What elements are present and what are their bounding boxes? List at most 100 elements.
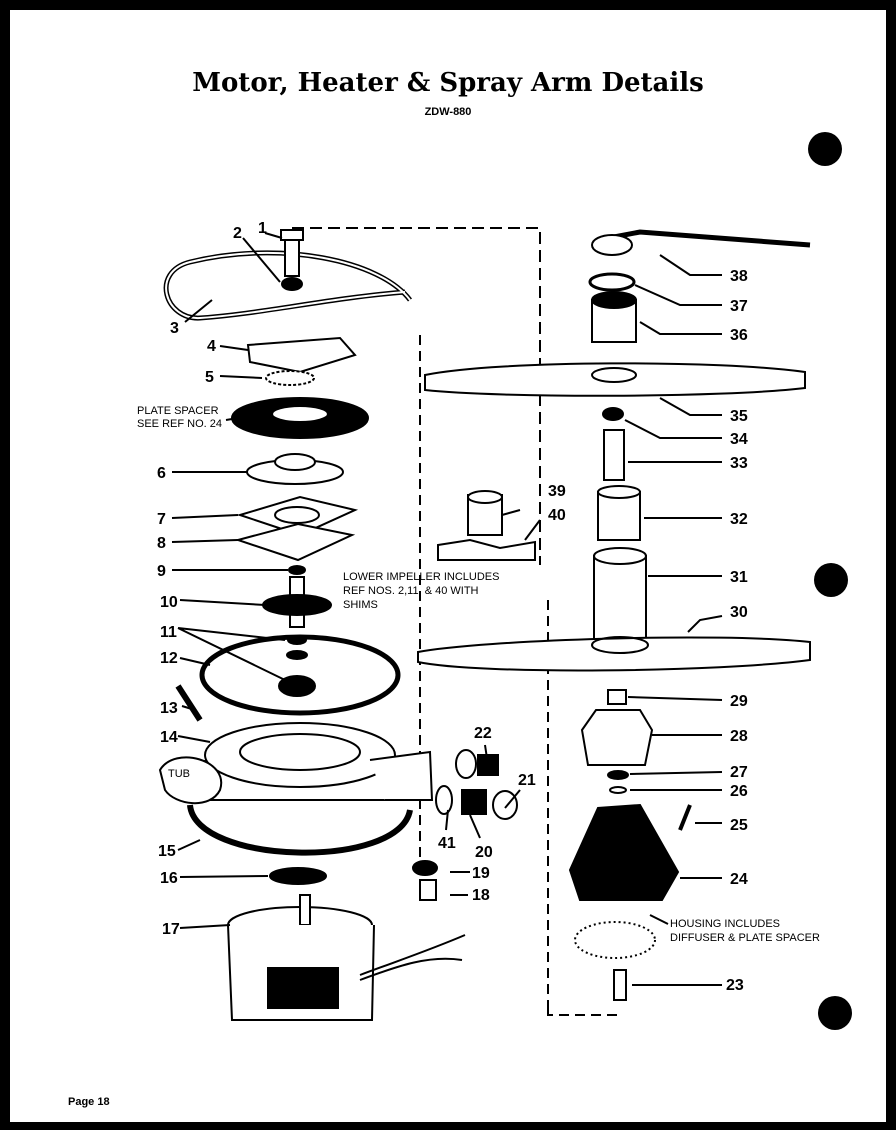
part-number: 33 <box>730 455 748 472</box>
part-number: 37 <box>730 298 748 315</box>
part-number: 8 <box>157 535 166 552</box>
part-number: 3 <box>170 320 179 337</box>
chopper-blade-40 <box>437 538 536 561</box>
upper-spray-arm-hub <box>591 367 637 383</box>
note-housing-line1: HOUSING INCLUDES <box>670 918 780 930</box>
hub-bolt <box>607 689 627 705</box>
part-number: 23 <box>726 977 744 994</box>
annotations: PLATE SPACER SEE REF NO. 24 LOWER IMPELL… <box>137 405 820 944</box>
sump-gasket <box>199 634 401 716</box>
note-housing-line2: DIFFUSER & PLATE SPACER <box>670 932 820 944</box>
mounting-ring <box>187 804 413 856</box>
note-lower-impeller-line1: LOWER IMPELLER INCLUDES <box>343 571 499 583</box>
dashed-line-top <box>292 227 541 565</box>
bolt-head <box>280 229 304 241</box>
upper-bearing-top <box>591 291 637 309</box>
shim <box>288 565 306 575</box>
part-number: 7 <box>157 511 166 528</box>
fan-cover <box>246 336 357 374</box>
part-number: 16 <box>160 870 178 887</box>
gasket-lower <box>234 522 356 562</box>
sump-gasket-hub <box>278 675 316 697</box>
part-number: 40 <box>548 507 566 524</box>
motor-wires <box>359 934 466 981</box>
part-number: 35 <box>730 408 748 425</box>
part-number: 38 <box>730 268 748 285</box>
washer <box>281 277 303 291</box>
lower-spray-arm <box>417 636 811 672</box>
page-title: Motor, Heater & Spray Arm Details <box>192 68 704 98</box>
motor-windings <box>267 967 339 1009</box>
gasket-upper-hole <box>274 506 320 524</box>
pump-housing <box>568 803 680 901</box>
part-numbers: 1 2 3 4 5 6 7 8 9 10 11 12 13 14 15 16 1… <box>157 220 748 994</box>
part-number: 26 <box>730 783 748 800</box>
plate-spacer-center <box>271 405 329 423</box>
leader-lines-left <box>171 232 541 929</box>
heater-element-core <box>165 252 411 320</box>
nut <box>412 860 438 876</box>
telescoping-tower <box>597 491 641 541</box>
tower-top <box>597 485 641 499</box>
part-number: 19 <box>472 865 490 882</box>
part-number: 27 <box>730 764 748 781</box>
impeller-hub-top <box>467 490 503 504</box>
part-number: 12 <box>160 650 178 667</box>
leader-lines-right <box>624 254 723 986</box>
part-number: 21 <box>518 772 536 789</box>
spray-tube <box>603 429 625 481</box>
part-number: 34 <box>730 431 748 448</box>
part-number: 1 <box>258 220 267 237</box>
shim-11b <box>286 650 308 660</box>
model-number: ZDW-880 <box>424 106 472 118</box>
part-number: 18 <box>472 887 490 904</box>
impeller-blades <box>262 594 332 616</box>
pump-base <box>204 722 396 788</box>
part-number: 15 <box>158 843 176 860</box>
binder-hole-bottom <box>818 996 852 1030</box>
part-number: 13 <box>160 700 178 717</box>
grommet <box>419 879 437 901</box>
part-number: 36 <box>730 327 748 344</box>
part-number: 28 <box>730 728 748 745</box>
hose-21 <box>461 789 487 815</box>
part-number: 22 <box>474 725 492 742</box>
page-number: Page 18 <box>68 1096 110 1108</box>
arm-nut <box>602 407 624 421</box>
part-number: 5 <box>205 369 214 386</box>
part-number: 25 <box>730 817 748 834</box>
bolt-13 <box>175 684 203 722</box>
tower-base-top <box>593 547 647 565</box>
bolt <box>284 235 300 277</box>
note-tub: TUB <box>168 768 190 780</box>
part-number: 2 <box>233 225 242 242</box>
part-number: 9 <box>157 563 166 580</box>
part-number: 20 <box>475 844 493 861</box>
retaining-ring <box>588 272 636 292</box>
washer-27 <box>607 770 629 780</box>
spray-arm-hub <box>580 709 654 766</box>
bolt-23 <box>613 969 627 1001</box>
hose-clamp-22 <box>455 749 477 779</box>
seal-housing-top <box>274 453 316 471</box>
tower-base <box>593 555 647 641</box>
washer-26 <box>609 786 627 794</box>
pump-base-inner <box>239 733 361 771</box>
part-number: 10 <box>160 594 178 611</box>
hose-clamp-20 <box>492 790 518 820</box>
part-number: 11 <box>160 624 177 641</box>
part-number: 41 <box>438 835 456 852</box>
part-number: 39 <box>548 483 566 500</box>
clamp-41 <box>435 785 453 815</box>
binder-hole-middle <box>814 563 848 597</box>
note-plate-spacer-line2: SEE REF NO. 24 <box>137 418 222 430</box>
part-number: 14 <box>160 729 178 746</box>
part-number: 17 <box>162 921 180 938</box>
lower-spray-arm-hub <box>591 636 649 654</box>
note-plate-spacer-line1: PLATE SPACER <box>137 405 219 417</box>
part-number: 4 <box>207 338 216 355</box>
feed-tube-nozzle <box>591 234 633 256</box>
note-lower-impeller-line3: SHIMS <box>343 599 378 611</box>
